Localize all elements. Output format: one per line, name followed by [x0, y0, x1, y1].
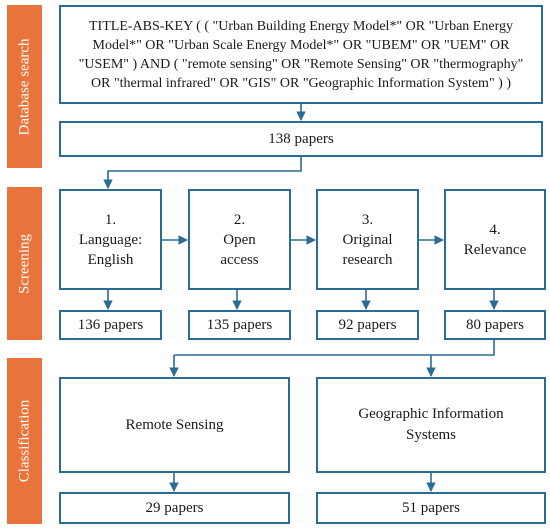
arrow-relevance-split [174, 340, 495, 356]
screening-result-original-research: 92 papers [316, 310, 419, 340]
stage-screening: Screening [7, 187, 42, 340]
category-result-remote-sensing: 29 papers [59, 492, 290, 524]
category-result-text: 51 papers [402, 499, 460, 516]
category-remote-sensing: Remote Sensing [59, 377, 290, 473]
screening-step-label: 3. Original research [342, 211, 393, 268]
total-papers-text: 138 papers [268, 130, 334, 147]
screening-result-open-access: 135 papers [188, 310, 291, 340]
screening-step-relevance: 4. Relevance [444, 189, 546, 290]
screening-step-original-research: 3. Original research [316, 189, 419, 290]
screening-result-text: 92 papers [338, 316, 397, 333]
screening-result-text: 135 papers [206, 316, 273, 333]
category-gis: Geographic Information Systems [316, 377, 546, 473]
category-label: Remote Sensing [125, 416, 224, 433]
screening-step-open-access: 2. Open access [188, 189, 291, 290]
screening-step-label: 2. Open access [220, 211, 259, 268]
screening-result-relevance: 80 papers [444, 310, 546, 340]
category-result-text: 29 papers [145, 499, 204, 516]
total-papers-box: 138 papers [59, 121, 543, 157]
screening-result-text: 80 papers [466, 316, 524, 333]
search-query-box: TITLE-ABS-KEY ( ( "Urban Building Energy… [59, 5, 543, 104]
arrow-total-to-screening [103, 157, 302, 189]
stage-database-search: Database search [7, 5, 42, 168]
screening-step-language: 1. Language: English [59, 189, 162, 290]
category-label: Geographic Information Systems [358, 406, 504, 443]
stage-classification: Classification [7, 358, 42, 524]
screening-step-label: 1. Language: English [78, 211, 143, 268]
search-query-text: TITLE-ABS-KEY ( ( "Urban Building Energy… [78, 18, 524, 91]
screening-result-language: 136 papers [59, 310, 162, 340]
category-result-gis: 51 papers [316, 492, 546, 524]
screening-step-label: 4. Relevance [463, 221, 527, 258]
screening-result-text: 136 papers [77, 316, 144, 333]
